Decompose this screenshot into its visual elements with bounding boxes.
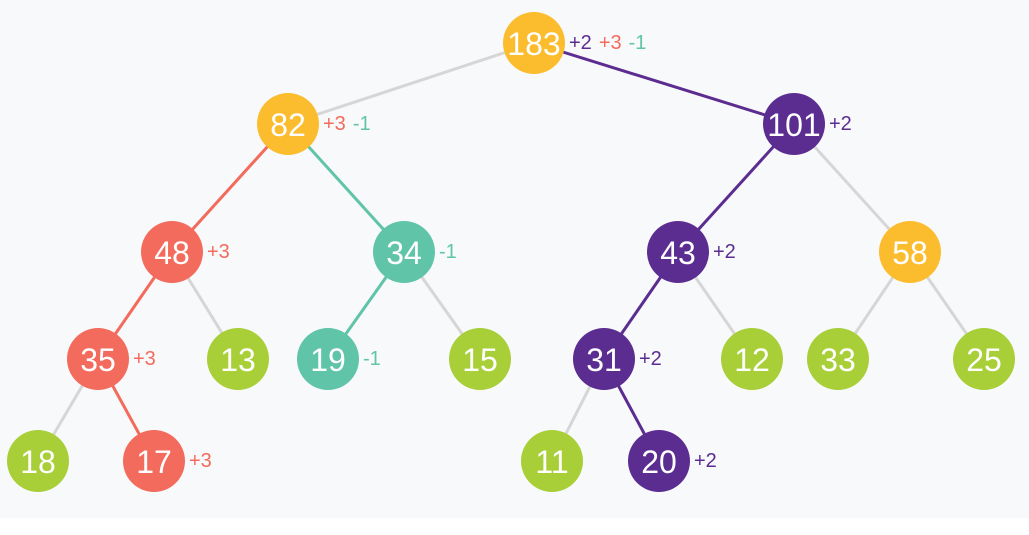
tree-node-33: 33 bbox=[807, 328, 869, 390]
tree-node-15: 15 bbox=[449, 328, 511, 390]
node-value-label: 13 bbox=[220, 342, 256, 378]
edge-183-82 bbox=[287, 41, 535, 126]
tree-node-20: 20 bbox=[628, 430, 690, 492]
node-value-label: 34 bbox=[386, 235, 422, 271]
node-circle bbox=[207, 328, 269, 390]
node-value-label: 12 bbox=[734, 342, 770, 378]
delta-annotation-183: +2 +3 -1 bbox=[569, 32, 646, 54]
tree-node-12: 12 bbox=[721, 328, 783, 390]
delta-value: -1 bbox=[629, 32, 647, 54]
node-circle bbox=[953, 328, 1015, 390]
delta-value: +3 bbox=[599, 32, 622, 54]
node-value-label: 82 bbox=[270, 107, 306, 143]
delta-value: +3 bbox=[189, 450, 212, 472]
delta-value: -1 bbox=[363, 348, 381, 370]
node-value-label: 43 bbox=[660, 235, 696, 271]
node-circle bbox=[879, 221, 941, 283]
delta-annotation-17: +3 bbox=[189, 450, 212, 472]
node-circle bbox=[628, 430, 690, 492]
node-value-label: 35 bbox=[80, 342, 116, 378]
annotations-layer: +2 +3 -1 +3 -1 +2 +3 -1 +2 +3 -1 +2 +3 +2 bbox=[133, 32, 852, 472]
node-circle bbox=[721, 328, 783, 390]
delta-value: +2 bbox=[713, 241, 736, 263]
tree-node-101: 101 bbox=[763, 93, 825, 155]
node-circle bbox=[521, 430, 583, 492]
tree-node-11: 11 bbox=[521, 430, 583, 492]
node-value-label: 20 bbox=[641, 444, 677, 480]
node-value-label: 48 bbox=[154, 235, 190, 271]
delta-value: +2 bbox=[639, 348, 662, 370]
node-value-label: 58 bbox=[892, 235, 928, 271]
tree-diagram-canvas: 183 82 101 48 34 43 58 35 13 19 15 31 12 33 25 18 17 11 20… bbox=[7, 12, 1015, 492]
tree-node-13: 13 bbox=[207, 328, 269, 390]
node-value-label: 15 bbox=[462, 342, 498, 378]
delta-value: +2 bbox=[829, 113, 852, 135]
node-circle bbox=[449, 328, 511, 390]
tree-node-183: 183 bbox=[503, 12, 565, 74]
node-circle bbox=[647, 221, 709, 283]
tree-node-17: 17 bbox=[123, 430, 185, 492]
delta-value: +3 bbox=[323, 113, 346, 135]
tree-node-48: 48 bbox=[141, 221, 203, 283]
node-circle bbox=[257, 93, 319, 155]
delta-annotation-31: +2 bbox=[639, 348, 662, 370]
node-circle bbox=[7, 430, 69, 492]
tree-node-18: 18 bbox=[7, 430, 69, 492]
delta-value: +2 bbox=[569, 32, 592, 54]
node-value-label: 11 bbox=[535, 444, 568, 480]
node-circle bbox=[573, 328, 635, 390]
delta-annotation-48: +3 bbox=[207, 241, 230, 263]
delta-value: -1 bbox=[353, 113, 371, 135]
node-value-label: 25 bbox=[966, 342, 1002, 378]
node-circle bbox=[141, 221, 203, 283]
nodes-layer: 183 82 101 48 34 43 58 35 13 19 15 31 12 33 25 18 17 11 20 bbox=[7, 12, 1015, 492]
node-value-label: 33 bbox=[820, 342, 856, 378]
node-circle bbox=[123, 430, 185, 492]
delta-value: +2 bbox=[694, 450, 717, 472]
tree-node-31: 31 bbox=[573, 328, 635, 390]
node-value-label: 18 bbox=[20, 444, 56, 480]
tree-node-35: 35 bbox=[67, 328, 129, 390]
delta-annotation-101: +2 bbox=[829, 113, 852, 135]
node-circle bbox=[67, 328, 129, 390]
node-circle bbox=[807, 328, 869, 390]
delta-annotation-35: +3 bbox=[133, 348, 156, 370]
node-value-label: 183 bbox=[507, 26, 560, 62]
delta-annotation-43: +2 bbox=[713, 241, 736, 263]
node-circle bbox=[297, 328, 359, 390]
node-circle bbox=[503, 12, 565, 74]
tree-node-25: 25 bbox=[953, 328, 1015, 390]
delta-value: +3 bbox=[133, 348, 156, 370]
tree-node-43: 43 bbox=[647, 221, 709, 283]
delta-annotation-34: -1 bbox=[439, 241, 457, 263]
node-value-label: 101 bbox=[767, 107, 820, 143]
node-value-label: 19 bbox=[310, 342, 346, 378]
tree-diagram: 183 82 101 48 34 43 58 35 13 19 15 31 12 33 25 18 17 11 20… bbox=[7, 12, 1015, 492]
tree-node-19: 19 bbox=[297, 328, 359, 390]
delta-value: -1 bbox=[439, 241, 457, 263]
node-value-label: 31 bbox=[586, 342, 622, 378]
delta-annotation-19: -1 bbox=[363, 348, 381, 370]
delta-value: +3 bbox=[207, 241, 230, 263]
tree-node-34: 34 bbox=[373, 221, 435, 283]
edge-183-101 bbox=[533, 41, 795, 126]
node-circle bbox=[373, 221, 435, 283]
delta-annotation-20: +2 bbox=[694, 450, 717, 472]
tree-node-82: 82 bbox=[257, 93, 319, 155]
delta-annotation-82: +3 -1 bbox=[323, 113, 371, 135]
node-circle bbox=[763, 93, 825, 155]
tree-node-58: 58 bbox=[879, 221, 941, 283]
node-value-label: 17 bbox=[136, 444, 172, 480]
